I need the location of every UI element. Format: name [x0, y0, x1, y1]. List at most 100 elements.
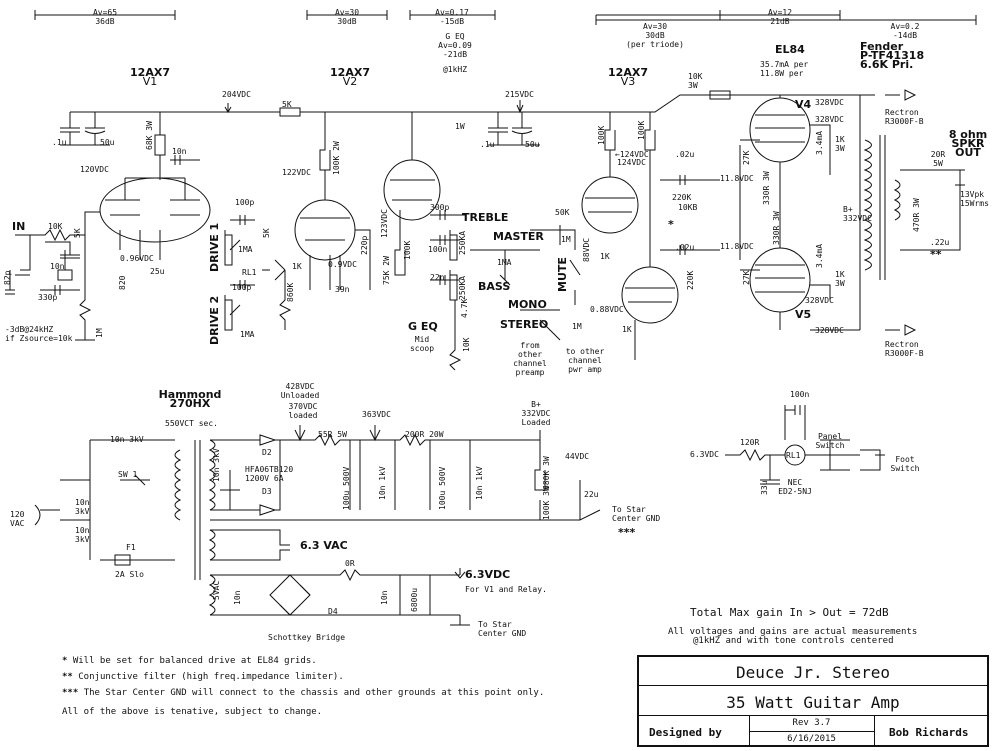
drive-network: [224, 215, 292, 331]
r-10k-geq: 10K: [462, 337, 471, 352]
v363-label: 363VDC: [362, 410, 391, 419]
c-10n-1kv-b: 10n 1kV: [378, 466, 387, 500]
fuse-rating: 2A Slo: [115, 570, 144, 579]
voltage-096: 0.96VDC: [120, 254, 154, 263]
c-100p-b: 100p: [232, 283, 252, 292]
r-330r-b: 330R 3W: [772, 211, 781, 245]
geq-label: G EQ: [408, 320, 438, 333]
c-25u: 25u: [150, 267, 165, 276]
r-860k: 860K: [286, 282, 295, 302]
c-10n-3kv-top: 10n 3kV: [110, 435, 144, 444]
c-10n-3kv-side: 10n 3kV: [212, 448, 221, 482]
r-50k: 50K: [555, 208, 570, 217]
r-680k: 680K 3W: [542, 456, 551, 490]
r-27k-a: 27K: [742, 150, 751, 165]
v1-tube-outline: [84, 155, 211, 300]
v5-label: V5: [795, 308, 812, 321]
v2-tube-outline: [294, 112, 371, 290]
r-1ma-master: 1MA: [497, 258, 512, 267]
w-1w: 1W: [455, 122, 465, 131]
voltage-123: 123VDC: [380, 209, 389, 238]
r-220k-a: 220K: [672, 193, 692, 202]
ma-b: 3.4mA: [815, 243, 824, 268]
bass-label: BASS: [478, 280, 511, 293]
voltage-bplus: B+332VDC: [843, 205, 872, 223]
r-100k-b: 100K: [637, 120, 646, 140]
power-supply-lines: [34, 425, 601, 626]
c-02u-a: .02u: [675, 150, 695, 159]
c-10n-a: 10n: [172, 147, 187, 156]
mono-label: MONO: [508, 298, 547, 311]
r-330r-a: 330R 3W: [762, 171, 771, 205]
r-250ka-a: 250KA: [458, 230, 467, 255]
voltage-124a: ←124VDC: [615, 150, 649, 159]
c-22u-snubber: .22u: [930, 238, 950, 247]
relay-c100n: 100n: [790, 390, 810, 399]
heater-63vac: 6.3 VAC: [300, 539, 348, 552]
secondary-label: 550VCT sec.: [165, 419, 218, 428]
r-55r: 55R 5W: [318, 430, 347, 439]
r-250ka-b: 250KA: [458, 275, 467, 300]
r-100k-ps: 100K 3W: [542, 486, 551, 520]
rail-63vdc-note: For V1 and Relay.: [465, 585, 547, 594]
drive-2-label: DRIVE 2: [208, 295, 221, 345]
note-2: ** Conjunctive filter (high freq.impedan…: [62, 672, 344, 682]
r-4-7k: 4.7K: [460, 298, 469, 318]
c-22u-ps: 22u: [584, 490, 599, 499]
designed-by: Designed by: [649, 726, 722, 739]
r-100k-2w: 100K 2W: [332, 141, 341, 175]
relay-circuit: [725, 405, 885, 485]
mute-label: MUTE: [556, 257, 569, 292]
voltage-088: 0.88VDC: [590, 305, 624, 314]
rail-63vdc: 6.3VDC: [465, 568, 511, 581]
title-block: Deuce Jr. Stereo 35 Watt Guitar Amp Desi…: [637, 655, 989, 747]
r-1m-master: 1M: [561, 235, 571, 244]
c-02u-b: .02u: [675, 243, 695, 252]
v3-tube-outline: [581, 112, 679, 360]
r-1m-stereo: 1M: [572, 322, 582, 331]
gain-bars: [34, 10, 977, 25]
r-75k: 75K 2W: [382, 256, 391, 285]
c-100p-a: 100p: [235, 198, 255, 207]
c-82p: 82p: [3, 270, 12, 285]
input-network: [5, 228, 95, 341]
c-39n: 39n: [335, 285, 350, 294]
c-1u-a: .1u: [52, 138, 67, 147]
bplus-rail: [70, 90, 875, 117]
r-1k-v2: 1K: [292, 262, 302, 271]
r-10k-in: 10K: [48, 222, 63, 231]
r-220k-b: 220K: [686, 270, 695, 290]
fuse-f1: F1: [126, 543, 136, 552]
voltage-124b: 124VDC: [617, 158, 646, 167]
relay-r120r: 120R: [740, 438, 760, 447]
filter-caps-left: [60, 112, 540, 180]
note-1: * Will be set for balanced drive at EL84…: [62, 656, 317, 666]
r-100k-a: 100K: [597, 125, 606, 145]
r-200r: 200R 20W: [405, 430, 444, 439]
c-6800u: 6800u: [410, 587, 419, 612]
c-330p: 330p: [38, 293, 58, 302]
drive-1-label: DRIVE 1: [208, 222, 221, 272]
date: 6/16/2015: [787, 734, 836, 744]
relay-63vdc: 6.3VDC: [690, 450, 719, 459]
voltage-118b: 11.8VDC: [720, 242, 754, 251]
relay-c33u: 33u: [760, 480, 769, 495]
v4-label: V4: [795, 98, 812, 111]
note-3: *** The Star Center GND will connect to …: [62, 688, 545, 698]
switch-sw1: SW 1: [118, 470, 138, 479]
schottky-label: Schottkey Bridge: [268, 633, 346, 642]
v44-label: 44VDC: [565, 452, 590, 461]
c-10n-1kv-c: 10n 1kV: [475, 466, 484, 500]
